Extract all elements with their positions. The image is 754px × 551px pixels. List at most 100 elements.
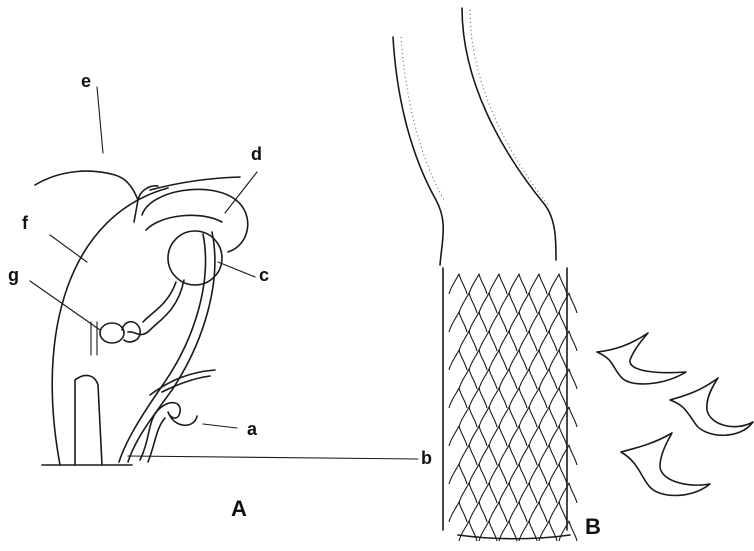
spine-scale [469,274,487,294]
spine-scale [469,388,487,408]
detached-spine-3 [621,433,710,496]
lower-arc-2 [162,376,210,392]
spine-scale [529,426,547,446]
spine-scale [509,426,527,446]
spine-scale [549,312,567,332]
spine-scale [479,445,497,465]
spine-scale [449,312,467,332]
spine-scale [519,407,537,427]
spine-scale [529,350,547,370]
spine-scale [489,312,507,332]
spine-scale [449,426,467,446]
spine-scale [519,293,537,313]
detached-spine-1 [597,333,686,384]
leader-e [97,87,103,153]
spine-scale [559,331,577,351]
spine-scale [539,293,557,313]
label-e: e [81,72,91,90]
spine-scale [479,407,497,427]
leader-c [218,262,255,277]
spine-scale [469,350,487,370]
spine-scale [459,407,477,427]
spine-scale [549,274,567,294]
spine-scale [479,293,497,313]
spine-scale [459,331,477,351]
spine-scale [499,331,517,351]
spine-scale [519,445,537,465]
spine-scale [449,274,467,294]
leader-a [203,424,237,428]
spine-scale [509,502,527,522]
spine-scale [489,350,507,370]
appendage-e [35,171,138,222]
spine-scale [559,521,577,541]
spine-scale [499,407,517,427]
panel-b-drawing [393,8,753,541]
label-c: c [259,266,269,284]
spine-scale [549,350,567,370]
spine-scale [549,502,567,522]
spine-scale [509,350,527,370]
leader-g [30,281,100,330]
spine-scale [539,407,557,427]
spine-scale [469,426,487,446]
spine-scale [489,426,507,446]
spine-scale [519,331,537,351]
label-f: f [22,214,28,232]
spine-scale [489,274,507,294]
spine-scale [509,274,527,294]
spine-scale [449,464,467,484]
spine-scale [459,293,477,313]
spine-scale [489,502,507,522]
detached-spine-2 [670,378,753,435]
gland-g [100,323,124,343]
spine-scale [509,312,527,332]
label-g: g [8,266,19,284]
upper-boundary-line [150,177,240,190]
chamber-d-inner [146,215,222,230]
spine-scale [549,464,567,484]
spine-scale [479,331,497,351]
leader-f [50,235,87,262]
spine-scale [499,293,517,313]
spine-scale [529,502,547,522]
spine-scale [459,521,477,541]
spine-scale [489,388,507,408]
spine-scale [509,388,527,408]
spine-scale [549,426,567,446]
panel-label-a: A [231,498,247,520]
neck-right-edge [462,8,556,260]
tube-inner [119,234,205,462]
leader-b [128,456,418,459]
tube-outer [128,232,215,462]
spine-scale [499,483,517,503]
duct-to-g-2 [143,282,176,322]
spine-scale [459,445,477,465]
spine-scale [459,369,477,389]
neck-dotted-left [401,37,444,200]
spine-scale [449,388,467,408]
chamber-d-outer [142,189,248,252]
spine-scale [559,445,577,465]
spine-scale [499,369,517,389]
neck-left-edge [393,37,443,265]
spine-scale [549,388,567,408]
spine-scale [509,464,527,484]
neck-dotted-right [470,10,548,205]
spine-scale [559,293,577,313]
spine-scale [459,483,477,503]
coil-a [140,403,197,460]
spine-scale [539,369,557,389]
spine-scale [529,312,547,332]
spine-scale [479,483,497,503]
spine-scale [529,274,547,294]
spine-scale [469,502,487,522]
spine-scale [539,445,557,465]
label-a: a [247,420,257,438]
label-b: b [421,449,432,467]
spine-scale [559,483,577,503]
spine-scale [519,369,537,389]
spine-scale [539,331,557,351]
